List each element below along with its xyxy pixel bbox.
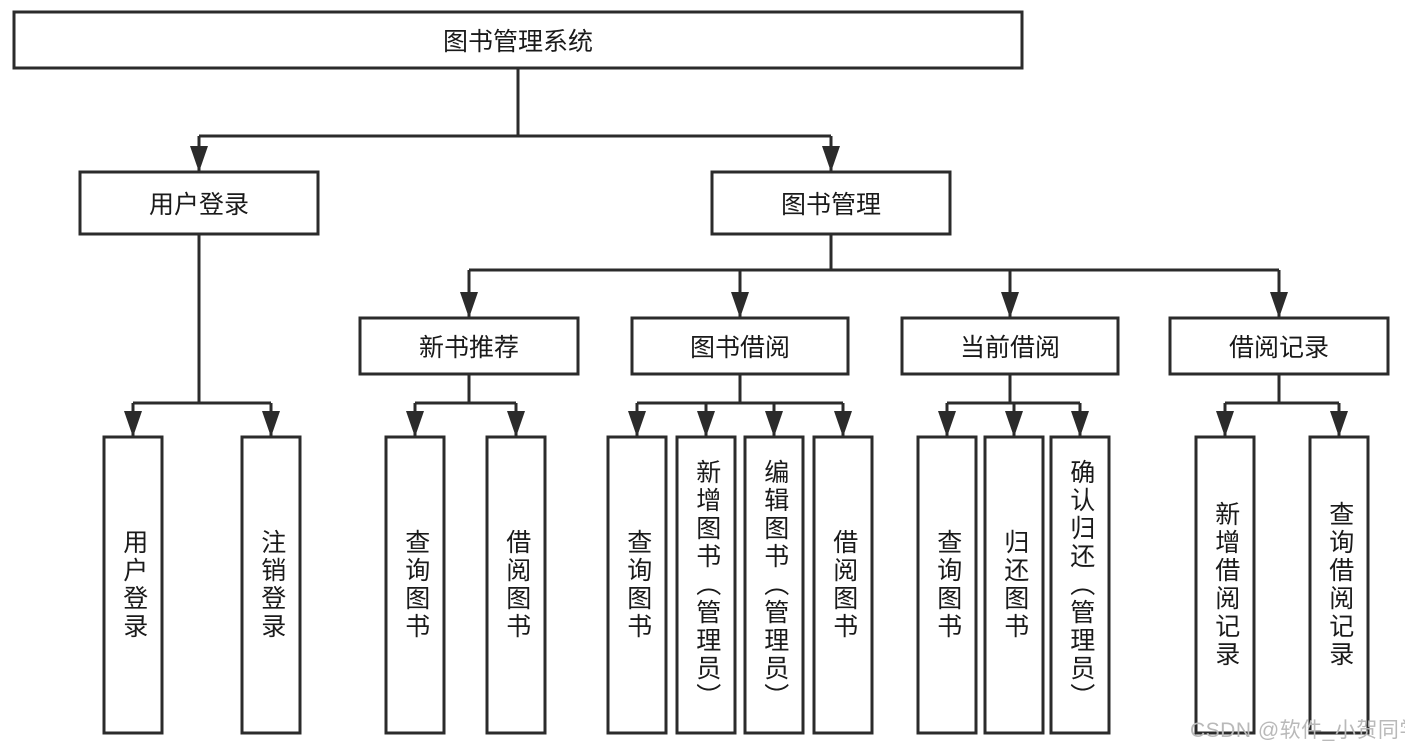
node-box-user-login[interactable] — [78, 170, 320, 236]
node-box-leaf-query-book-current[interactable] — [916, 435, 978, 735]
node-box-current-borrow[interactable] — [900, 316, 1120, 376]
node-box-root[interactable] — [12, 10, 1024, 70]
arrow-head-icon — [765, 411, 783, 437]
arrow-head-icon — [1270, 292, 1288, 318]
node-box-leaf-user-login[interactable] — [102, 435, 164, 735]
node-box-leaf-logout[interactable] — [240, 435, 302, 735]
node-box-new-book-recommend[interactable] — [358, 316, 580, 376]
node-box-leaf-borrow-book-recommend[interactable] — [485, 435, 547, 735]
node-box-leaf-edit-book-admin[interactable] — [743, 435, 805, 735]
node-box-borrow-record[interactable] — [1168, 316, 1390, 376]
arrow-head-icon — [406, 411, 424, 437]
node-box-leaf-return-book[interactable] — [983, 435, 1045, 735]
arrow-head-icon — [1005, 411, 1023, 437]
arrow-head-icon — [834, 411, 852, 437]
arrow-head-icon — [628, 411, 646, 437]
node-box-leaf-query-book-borrow[interactable] — [606, 435, 668, 735]
arrow-head-icon — [731, 292, 749, 318]
node-box-leaf-borrow-book[interactable] — [812, 435, 874, 735]
node-box-leaf-query-borrow-record[interactable] — [1308, 435, 1370, 735]
node-box-leaf-confirm-return-admin[interactable] — [1049, 435, 1111, 735]
arrow-head-icon — [1071, 411, 1089, 437]
arrow-head-icon — [460, 292, 478, 318]
arrow-head-icon — [507, 411, 525, 437]
arrow-head-icon — [938, 411, 956, 437]
connector-layer — [124, 68, 1348, 437]
arrow-head-icon — [697, 411, 715, 437]
arrow-head-icon — [1001, 292, 1019, 318]
arrow-head-icon — [190, 146, 208, 172]
node-box-leaf-query-book-recommend[interactable] — [384, 435, 446, 735]
node-box-book-borrow[interactable] — [630, 316, 850, 376]
node-box-leaf-add-borrow-record[interactable] — [1194, 435, 1256, 735]
arrow-head-icon — [1330, 411, 1348, 437]
node-box-leaf-add-book-admin[interactable] — [675, 435, 737, 735]
arrow-head-icon — [262, 411, 280, 437]
node-box-layer — [12, 10, 1390, 735]
arrow-head-icon — [124, 411, 142, 437]
node-box-book-management[interactable] — [710, 170, 952, 236]
arrow-head-icon — [1216, 411, 1234, 437]
csdn-watermark: CSDN @软件_小贺同学 — [1190, 719, 1405, 742]
arrow-head-icon — [822, 146, 840, 172]
